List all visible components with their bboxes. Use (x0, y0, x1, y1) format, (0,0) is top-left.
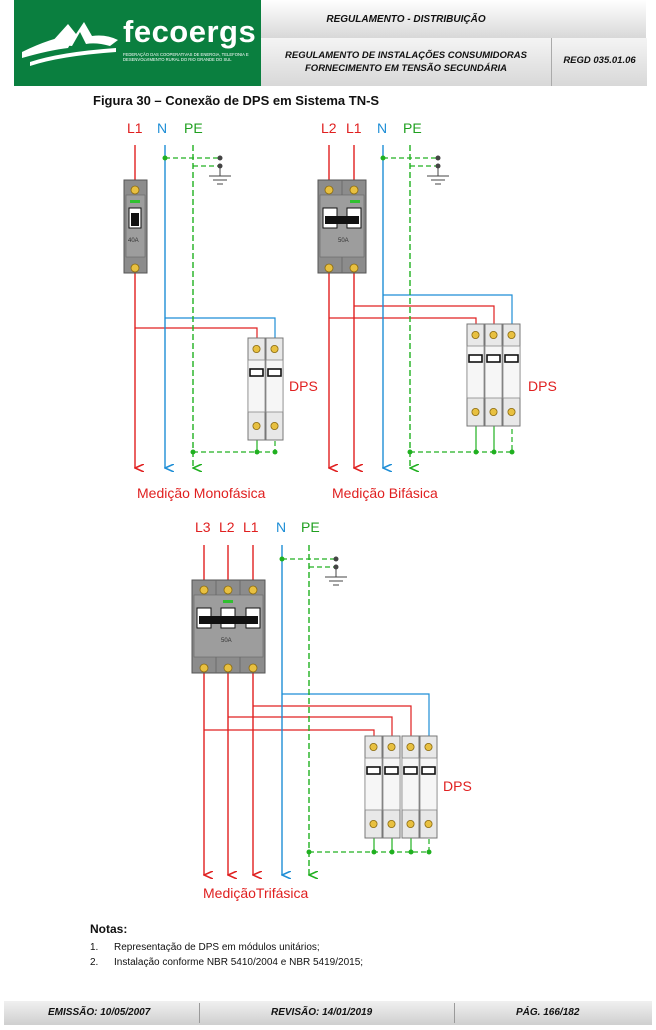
notes-section: Notas: 1. Representação de DPS em módulo… (90, 922, 363, 970)
header-subtitle-line1: REGULAMENTO DE INSTALAÇÕES CONSUMIDORAS (285, 50, 527, 61)
note-item: 2. Instalação conforme NBR 5410/2004 e N… (90, 955, 363, 970)
tri-dps-label: DPS (443, 778, 472, 794)
bi-breaker-rating: 50A (338, 238, 349, 244)
document-footer: EMISSÃO: 10/05/2007 REVISÃO: 14/01/2019 … (4, 1001, 652, 1025)
footer-emissao: EMISSÃO: 10/05/2007 (48, 1007, 151, 1018)
tri-label-l1: L1 (243, 519, 259, 535)
mono-dps (247, 337, 284, 441)
mono-label-l1: L1 (127, 120, 143, 136)
bi-breaker: 50A (317, 179, 367, 274)
notes-title: Notas: (90, 922, 128, 936)
mono-caption: Medição Monofásica (137, 485, 266, 501)
bi-label-pe: PE (403, 120, 422, 136)
header-subtitle: REGULAMENTO DE INSTALAÇÕES CONSUMIDORAS … (261, 49, 551, 75)
tri-label-l2: L2 (219, 519, 235, 535)
note-item: 1. Representação de DPS em módulos unitá… (90, 940, 363, 955)
bi-label-l1: L1 (346, 120, 362, 136)
note-number: 1. (90, 942, 99, 953)
bi-caption: Medição Bifásica (332, 485, 438, 501)
figure-title: Figura 30 – Conexão de DPS em Sistema TN… (93, 93, 380, 108)
tri-breaker: 50A (191, 579, 266, 674)
logo-subtitle: FEDERAÇÃO DAS COOPERATIVAS DE ENERGIA, T… (123, 52, 249, 62)
note-text: Instalação conforme NBR 5410/2004 e NBR … (114, 957, 364, 968)
mono-label-n: N (157, 120, 167, 136)
tri-dps (364, 735, 438, 839)
bi-label-l2: L2 (321, 120, 337, 136)
header-code-box: REGD 035.01.06 (551, 38, 647, 86)
fecoergs-logo: fecoergs FEDERAÇÃO DAS COOPERATIVAS DE E… (14, 0, 261, 86)
logo-mark-icon (22, 22, 118, 66)
diagram-trifasica: L3 L2 L1 N PE (191, 519, 472, 901)
document-code: REGD 035.01.06 (563, 55, 636, 66)
tri-label-n: N (276, 519, 286, 535)
logo-name: fecoergs (123, 14, 257, 49)
footer-revisao: REVISÃO: 14/01/2019 (271, 1007, 373, 1018)
header-subtitle-line2: FORNECIMENTO EM TENSÃO SECUNDÁRIA (305, 63, 507, 74)
mono-label-pe: PE (184, 120, 203, 136)
note-text: Representação de DPS em módulos unitário… (114, 942, 320, 953)
footer-divider (199, 1003, 200, 1023)
tri-label-pe: PE (301, 519, 320, 535)
diagram-monofasica: L1 N PE 40A (123, 120, 318, 501)
tri-label-l3: L3 (195, 519, 211, 535)
bi-dps (466, 323, 521, 427)
header-title: REGULAMENTO - DISTRIBUIÇÃO (326, 14, 486, 25)
bi-label-n: N (377, 120, 387, 136)
header-subtitle-box: REGULAMENTO DE INSTALAÇÕES CONSUMIDORAS … (261, 38, 551, 86)
tn-s-diagram: L1 N PE 40A (123, 120, 557, 901)
mono-breaker: 40A (123, 179, 148, 274)
bi-dps-label: DPS (528, 378, 557, 394)
mono-dps-label: DPS (289, 378, 318, 394)
mono-breaker-rating: 40A (128, 238, 139, 244)
footer-pagina: PÁG. 166/182 (516, 1007, 580, 1018)
document-header: fecoergs FEDERAÇÃO DAS COOPERATIVAS DE E… (14, 0, 647, 86)
diagram-bifasica: L2 L1 N PE (317, 120, 557, 501)
tri-breaker-rating: 50A (221, 638, 232, 644)
footer-divider (454, 1003, 455, 1023)
note-number: 2. (90, 957, 99, 968)
tri-caption: MediçãoTrifásica (203, 885, 309, 901)
